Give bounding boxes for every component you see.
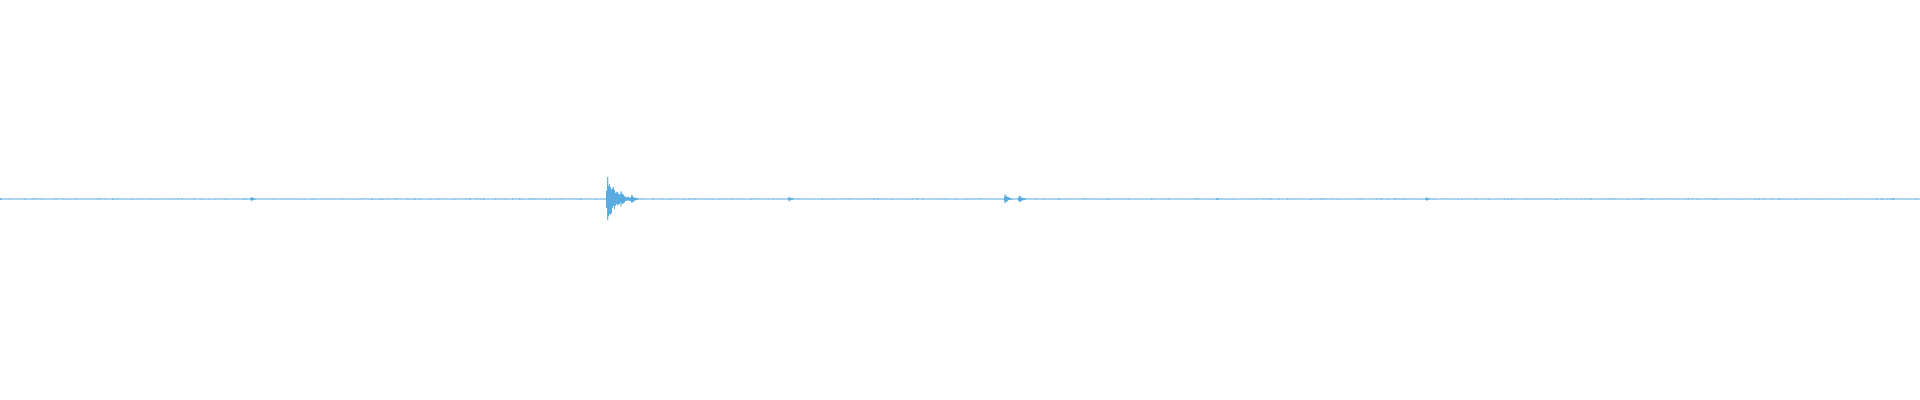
waveform-path	[0, 184, 1920, 217]
waveform-samples	[0, 184, 1920, 217]
